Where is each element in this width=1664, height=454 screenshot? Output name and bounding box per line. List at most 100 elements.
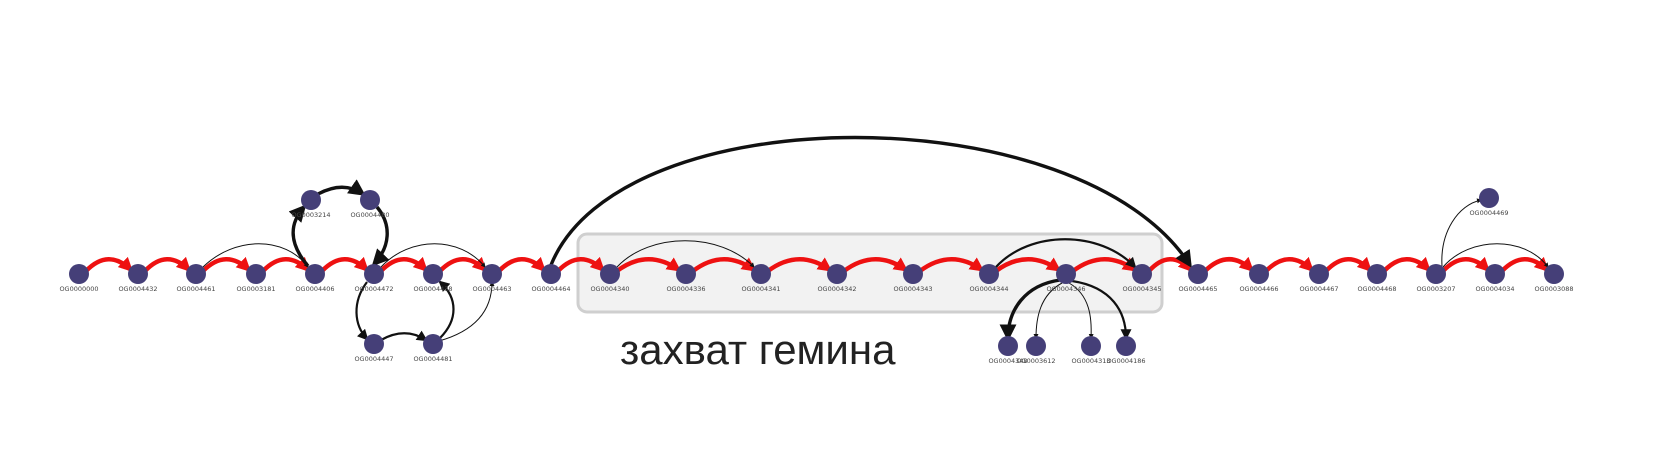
node-label: OG0004468 bbox=[1357, 285, 1396, 293]
node-n9[interactable]: OG0004340 bbox=[590, 264, 630, 293]
node-n6[interactable]: OG0004438 bbox=[413, 264, 453, 293]
node-n17[interactable]: OG0004465 bbox=[1178, 264, 1218, 293]
edge-main-n4-n5 bbox=[319, 256, 370, 274]
node-circle[interactable] bbox=[1188, 264, 1208, 284]
node-u1[interactable]: OG0004469 bbox=[1469, 188, 1509, 217]
node-circle[interactable] bbox=[1249, 264, 1269, 284]
node-label: OG0004344 bbox=[969, 285, 1008, 293]
edge-main-n5-n6 bbox=[378, 256, 429, 274]
node-circle[interactable] bbox=[1367, 264, 1387, 284]
node-circle[interactable] bbox=[360, 190, 380, 210]
node-b2[interactable]: OG0004481 bbox=[413, 334, 453, 363]
node-circle[interactable] bbox=[1544, 264, 1564, 284]
edge-t2-n5 bbox=[371, 205, 390, 267]
node-n18[interactable]: OG0004466 bbox=[1239, 264, 1279, 293]
edge-n15-r3 bbox=[1068, 282, 1094, 339]
node-n0[interactable]: OG0000000 bbox=[59, 264, 99, 293]
node-circle[interactable] bbox=[827, 264, 847, 284]
node-circle[interactable] bbox=[541, 264, 561, 284]
node-label: OG0004465 bbox=[1178, 285, 1217, 293]
node-circle[interactable] bbox=[751, 264, 771, 284]
edge-main-n0-n1 bbox=[83, 256, 134, 274]
node-n21[interactable]: OG0003207 bbox=[1416, 264, 1456, 293]
edge-main-n9-n10 bbox=[614, 257, 682, 274]
node-n15[interactable]: OG0004346 bbox=[1046, 264, 1086, 293]
node-n19[interactable]: OG0004467 bbox=[1299, 264, 1339, 293]
node-label: OG0004186 bbox=[1106, 357, 1145, 365]
node-circle[interactable] bbox=[364, 264, 384, 284]
node-circle[interactable] bbox=[301, 190, 321, 210]
node-n22[interactable]: OG0004034 bbox=[1475, 264, 1515, 293]
node-label: OG0004336 bbox=[666, 285, 705, 293]
node-r4[interactable]: OG0004186 bbox=[1106, 336, 1146, 365]
node-b1[interactable]: OG0004447 bbox=[354, 334, 394, 363]
node-label: OG0004438 bbox=[413, 285, 452, 293]
node-circle[interactable] bbox=[1485, 264, 1505, 284]
node-circle[interactable] bbox=[998, 336, 1018, 356]
node-label: OG0004463 bbox=[472, 285, 511, 293]
edge-main-n8-n9 bbox=[555, 256, 606, 274]
node-circle[interactable] bbox=[1116, 336, 1136, 356]
node-n20[interactable]: OG0004468 bbox=[1357, 264, 1397, 293]
node-circle[interactable] bbox=[186, 264, 206, 284]
node-circle[interactable] bbox=[128, 264, 148, 284]
edge-n21-u1 bbox=[1441, 198, 1482, 267]
node-n12[interactable]: OG0004342 bbox=[817, 264, 857, 293]
node-n23[interactable]: OG0003088 bbox=[1534, 264, 1574, 293]
edge-n8-n17 bbox=[549, 135, 1192, 268]
node-n2[interactable]: OG0004461 bbox=[176, 264, 216, 293]
region-label: захват гемина bbox=[620, 326, 896, 373]
node-circle[interactable] bbox=[423, 264, 443, 284]
node-t2[interactable]: OG0004480 bbox=[350, 190, 390, 219]
edge-main-n12-n13 bbox=[841, 257, 909, 274]
node-n3[interactable]: OG0003181 bbox=[236, 264, 276, 293]
node-circle[interactable] bbox=[903, 264, 923, 284]
node-label: OG0004464 bbox=[531, 285, 570, 293]
node-circle[interactable] bbox=[1026, 336, 1046, 356]
node-circle[interactable] bbox=[1309, 264, 1329, 284]
node-r2[interactable]: OG0003612 bbox=[1016, 336, 1056, 365]
node-n16[interactable]: OG0004345 bbox=[1122, 264, 1162, 293]
node-n8[interactable]: OG0004464 bbox=[531, 264, 571, 293]
edge-main-n1-n2 bbox=[142, 256, 192, 274]
edge-n2-n4 bbox=[202, 243, 309, 268]
node-r1[interactable]: OG0004348 bbox=[988, 336, 1028, 365]
node-n4[interactable]: OG0004406 bbox=[295, 264, 335, 293]
node-label: OG0004480 bbox=[350, 211, 389, 219]
node-circle[interactable] bbox=[600, 264, 620, 284]
node-n10[interactable]: OG0004336 bbox=[666, 264, 706, 293]
node-circle[interactable] bbox=[305, 264, 325, 284]
node-circle[interactable] bbox=[1426, 264, 1446, 284]
node-circle[interactable] bbox=[979, 264, 999, 284]
node-r3[interactable]: OG0004313 bbox=[1071, 336, 1111, 365]
node-label: OG0003088 bbox=[1534, 285, 1573, 293]
edge-n15-r1 bbox=[999, 278, 1061, 342]
node-circle[interactable] bbox=[1081, 336, 1101, 356]
node-circle[interactable] bbox=[364, 334, 384, 354]
node-circle[interactable] bbox=[423, 334, 443, 354]
node-circle[interactable] bbox=[482, 264, 502, 284]
edge-n9-n11 bbox=[616, 240, 755, 268]
node-label: OG0004466 bbox=[1239, 285, 1278, 293]
node-label: OG0004341 bbox=[741, 285, 780, 293]
node-circle[interactable] bbox=[676, 264, 696, 284]
node-label: OG0004467 bbox=[1299, 285, 1338, 293]
node-t1[interactable]: OG0003214 bbox=[291, 190, 331, 219]
node-n7[interactable]: OG0004463 bbox=[472, 264, 512, 293]
node-circle[interactable] bbox=[246, 264, 266, 284]
node-n11[interactable]: OG0004341 bbox=[741, 264, 781, 293]
node-n5[interactable]: OG0004472 bbox=[354, 264, 394, 293]
edge-main-n3-n4 bbox=[260, 256, 311, 274]
node-circle[interactable] bbox=[1479, 188, 1499, 208]
node-circle[interactable] bbox=[1056, 264, 1076, 284]
node-label: OG0004406 bbox=[295, 285, 334, 293]
node-n1[interactable]: OG0004432 bbox=[118, 264, 158, 293]
edge-n21-n23 bbox=[1442, 243, 1549, 268]
node-label: OG0004342 bbox=[817, 285, 856, 293]
node-label: OG0003214 bbox=[291, 211, 330, 219]
node-circle[interactable] bbox=[1132, 264, 1152, 284]
node-n13[interactable]: OG0004343 bbox=[893, 264, 933, 293]
node-n14[interactable]: OG0004344 bbox=[969, 264, 1009, 293]
node-circle[interactable] bbox=[69, 264, 89, 284]
